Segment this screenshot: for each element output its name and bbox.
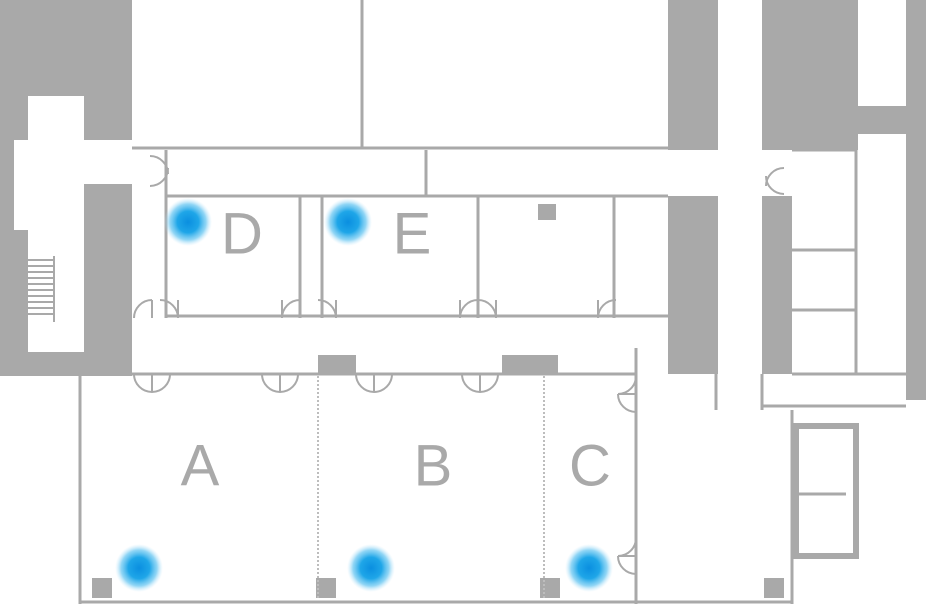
marker-room-c[interactable] bbox=[565, 544, 613, 592]
doors bbox=[133, 155, 785, 575]
marker-room-b[interactable] bbox=[347, 544, 395, 592]
marker-room-e[interactable] bbox=[324, 198, 372, 246]
central-column-upper bbox=[668, 0, 718, 150]
marker-room-d[interactable] bbox=[164, 198, 212, 246]
room-label-e: E bbox=[393, 201, 432, 266]
room-dividers bbox=[317, 376, 545, 600]
left-core-lower bbox=[84, 184, 132, 376]
right-strip-top bbox=[906, 0, 926, 400]
pillar-corridor-2 bbox=[502, 355, 558, 375]
right-core-upper bbox=[762, 0, 858, 150]
interior-walls bbox=[78, 0, 906, 604]
pillar-a bbox=[92, 578, 112, 598]
pillar-b bbox=[316, 578, 336, 598]
marker-room-a[interactable] bbox=[115, 544, 163, 592]
room-label-b: B bbox=[414, 433, 453, 498]
pillar-right bbox=[764, 578, 784, 598]
room-label-d: D bbox=[221, 201, 263, 266]
pillar-corridor-1 bbox=[318, 355, 356, 375]
room-labels: D E A B C bbox=[181, 201, 611, 498]
location-markers bbox=[115, 198, 613, 592]
left-core-block bbox=[0, 0, 132, 376]
stairwell bbox=[14, 96, 134, 352]
room-label-a: A bbox=[181, 433, 220, 498]
room-label-c: C bbox=[569, 433, 611, 498]
right-core-lower bbox=[762, 196, 792, 374]
pillar-room-e bbox=[538, 204, 556, 220]
central-column-lower bbox=[668, 196, 718, 374]
right-strip-bottom bbox=[858, 106, 926, 134]
